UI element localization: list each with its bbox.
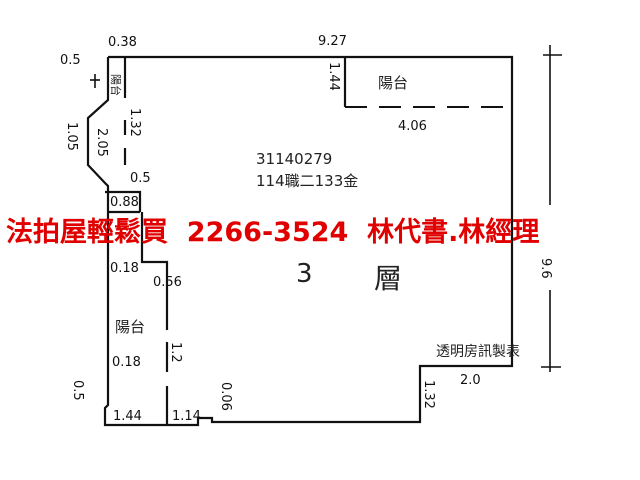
- advertisement-banner: 法拍屋輕鬆買 2266-3524 林代書.林經理: [6, 217, 540, 248]
- dim-top: 9.27: [318, 34, 347, 49]
- dim-right-total: 9.6: [538, 258, 553, 279]
- property-id: 31140279: [256, 150, 332, 168]
- dim-left-diag: 1.05: [64, 122, 79, 151]
- dim-left-inner2: 1.32: [127, 108, 142, 137]
- small-balcony-label: 陽台: [109, 74, 123, 96]
- dim-box: 0.88: [110, 195, 139, 210]
- dim-left-top: 0.5: [60, 53, 81, 68]
- outer-walls: [86, 55, 514, 427]
- dim-bottom2: 1.14: [172, 409, 201, 424]
- balcony2-label: 陽台: [115, 318, 145, 336]
- dim-bottom-left-step: 0.5: [70, 380, 85, 401]
- property-address: 114職二133金: [256, 172, 358, 190]
- dim-balcony-width: 4.06: [398, 119, 427, 134]
- right-dimension-line: [90, 45, 562, 372]
- dim-right-bottom: 2.0: [460, 373, 481, 388]
- dim-left-inner: 2.05: [94, 128, 109, 157]
- dim-top-left: 0.38: [108, 35, 137, 50]
- dim-018a: 0.18: [110, 261, 139, 276]
- dim-018b: 0.18: [112, 355, 141, 370]
- balcony-label: 陽台: [378, 74, 408, 92]
- floor-char: 層: [374, 262, 402, 295]
- dim-right-step: 1.32: [421, 380, 436, 409]
- dim-balcony2-depth: 1.2: [168, 342, 183, 363]
- dim-step: 0.56: [153, 275, 182, 290]
- dim-balcony-depth: 1.44: [326, 62, 341, 91]
- maker-label: 透明房訊製表: [436, 344, 520, 360]
- floor-number: 3: [296, 259, 313, 289]
- dim-bottom-step: 0.06: [218, 382, 233, 411]
- dim-bottom1: 1.44: [113, 409, 142, 424]
- dim-notch: 0.5: [130, 171, 151, 186]
